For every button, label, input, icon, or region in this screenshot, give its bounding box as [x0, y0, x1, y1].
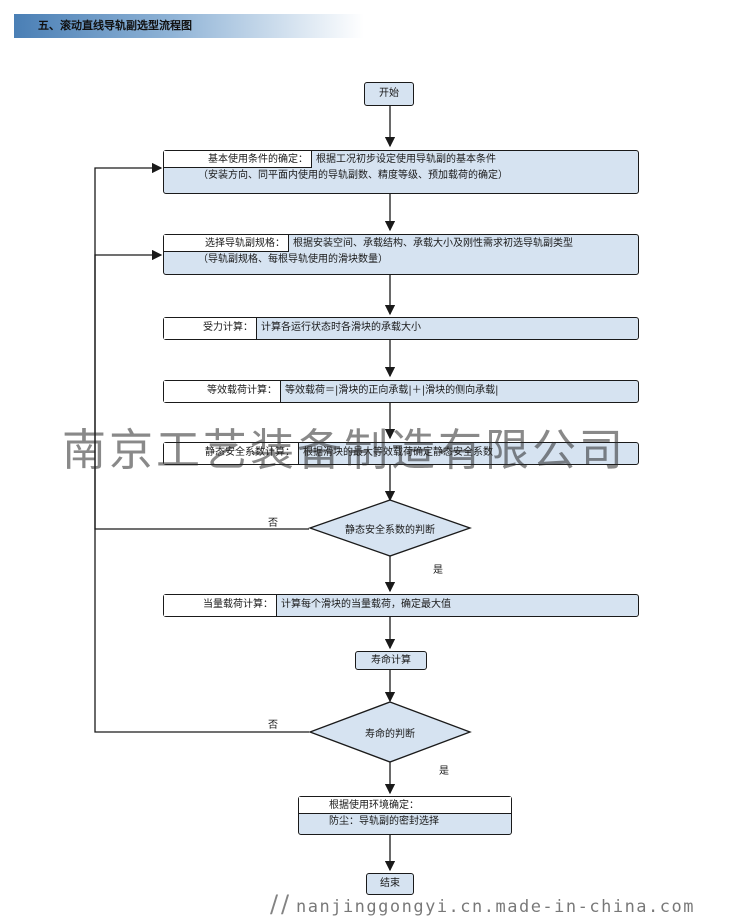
step-subtext: （安装方向、同平面内使用的导轨副数、精度等级、预加载荷的确定）	[198, 170, 508, 181]
step-label: 选择导轨副规格：	[164, 235, 289, 252]
step-text: 计算各运行状态时各滑块的承载大小	[261, 322, 421, 333]
step-force-calc: 受力计算： 计算各运行状态时各滑块的承载大小	[163, 317, 639, 340]
step-subtext: （导轨副规格、每根导轨使用的滑块数量）	[198, 254, 388, 265]
decision-life-text: 寿命的判断	[365, 729, 415, 740]
end-label: 结束	[380, 878, 400, 889]
step-label: 基本使用条件的确定：	[164, 151, 312, 168]
start-node: 开始	[364, 82, 414, 106]
footer-slash-icon: /	[281, 890, 290, 918]
step-text: 计算每个滑块的当量载荷，确定最大值	[281, 599, 451, 610]
step-static-safety-calc: 静态安全系数计算： 根据滑块的最大等效载荷确定静态安全系数	[163, 442, 639, 465]
step-text: 根据工况初步设定使用导轨副的基本条件	[316, 154, 496, 165]
header-bar	[14, 14, 364, 38]
yes-label: 是	[433, 565, 443, 576]
step-label: 根据使用环境确定：	[299, 797, 511, 814]
step-equivalent-load: 等效载荷计算： 等效载荷＝|滑块的正向承载|＋|滑块的侧向承载|	[163, 380, 639, 403]
step-text: 等效载荷＝|滑块的正向承载|＋|滑块的侧向承载|	[285, 385, 499, 396]
watermark: 南京工艺装备制造有限公司	[62, 425, 626, 476]
decision-static-safety-text: 静态安全系数的判断	[345, 525, 435, 536]
step-basic-conditions: 基本使用条件的确定： 根据工况初步设定使用导轨副的基本条件 （安装方向、同平面内…	[163, 150, 639, 194]
yes-label: 是	[439, 766, 449, 777]
decision-life	[308, 701, 472, 763]
life-calc-label: 寿命计算	[371, 654, 411, 666]
step-subtext: 防尘：导轨副的密封选择	[329, 816, 439, 827]
step-label: 当量载荷计算：	[164, 595, 277, 616]
step-equivalent-dynamic-load: 当量载荷计算： 计算每个滑块的当量载荷，确定最大值	[163, 594, 639, 617]
page-title: 五、滚动直线导轨副选型流程图	[38, 19, 192, 32]
step-text: 根据安装空间、承载结构、承载大小及刚性需求初选导轨副类型	[293, 238, 573, 249]
no-label: 否	[268, 720, 278, 731]
decision-static-safety	[308, 499, 472, 557]
step-select-spec: 选择导轨副规格： 根据安装空间、承载结构、承载大小及刚性需求初选导轨副类型 （导…	[163, 234, 639, 275]
end-node: 结束	[366, 873, 414, 895]
step-environment: 根据使用环境确定： 防尘：导轨副的密封选择	[298, 796, 512, 835]
step-label: 静态安全系数计算：	[164, 443, 299, 464]
no-label: 否	[268, 518, 278, 529]
footer-slash-icon: /	[270, 890, 279, 918]
step-life-calc: 寿命计算	[355, 651, 427, 670]
start-label: 开始	[379, 88, 399, 99]
step-label: 受力计算：	[164, 318, 257, 339]
step-label: 等效载荷计算：	[164, 381, 281, 402]
step-text: 根据滑块的最大等效载荷确定静态安全系数	[303, 447, 493, 458]
footer-url: nanjinggongyi.cn.made-in-china.com	[296, 897, 695, 917]
